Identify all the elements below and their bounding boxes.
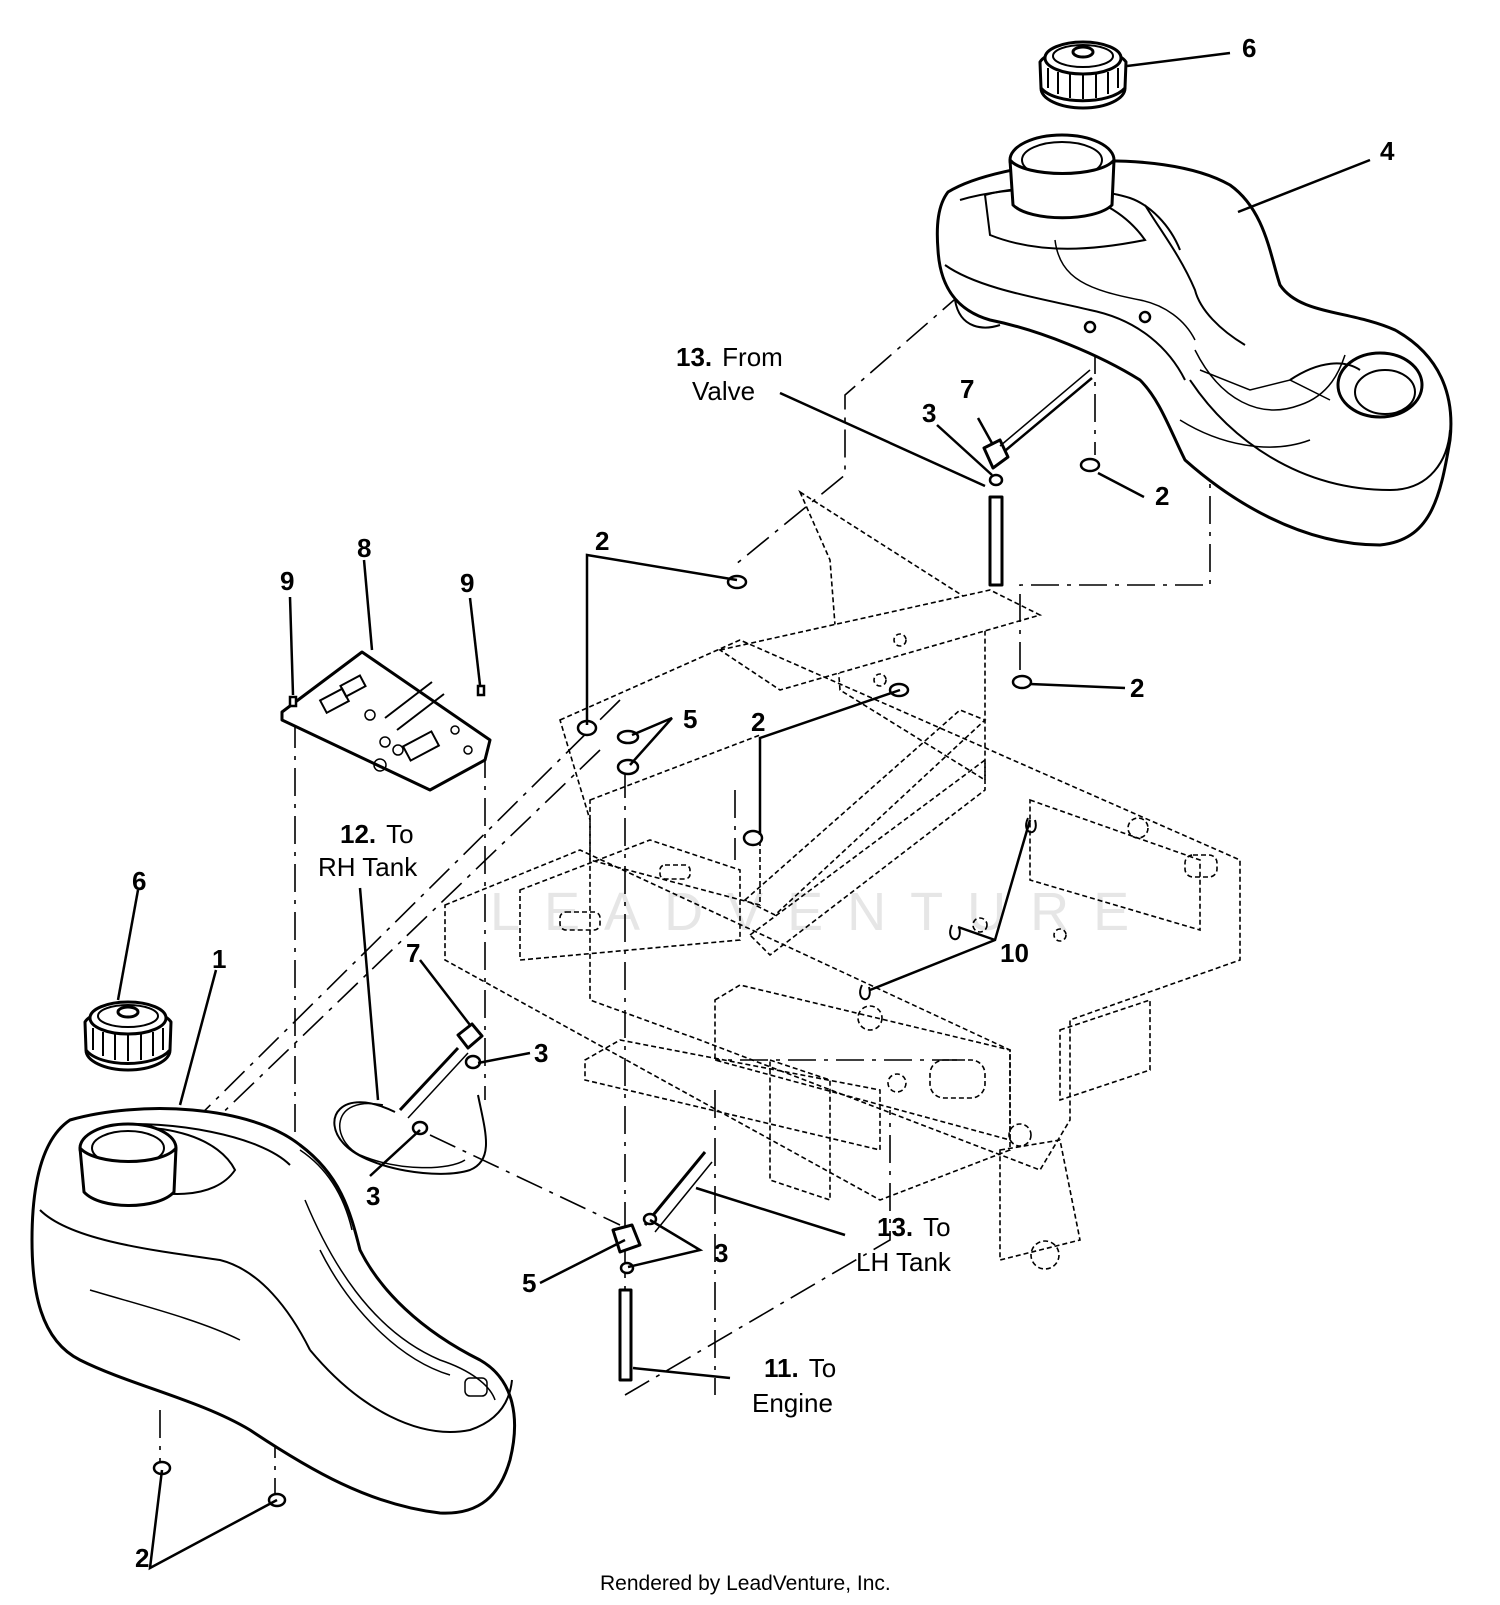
callout-7-top: 7	[960, 374, 974, 404]
svg-text:13. From: 13. From	[676, 342, 783, 372]
fuel-hoses	[333, 369, 1093, 1382]
footer-credit: Rendered by LeadVenture, Inc.	[600, 1572, 891, 1595]
label-12-to-rh-tank: 12. To RH Tank	[318, 819, 418, 882]
label-11-line2: Engine	[752, 1388, 833, 1418]
callout-5-bottom: 5	[522, 1268, 536, 1298]
callout-10: 10	[1000, 938, 1029, 968]
label-13-to-num: 13.	[877, 1212, 913, 1242]
callout-2-bottom: 2	[135, 1543, 149, 1573]
watermark-text: LEADVENTURE	[490, 882, 1153, 942]
callout-numbers: 6 4 7 3 2 2 2 2 8 9 9 5 10 6 1 7 3 3 3 5…	[132, 33, 1395, 1573]
callout-2-frame: 2	[751, 707, 765, 737]
label-12-line2: RH Tank	[318, 852, 418, 882]
label-13-to-line2: LH Tank	[856, 1247, 952, 1277]
svg-text:12. To: 12. To	[340, 819, 414, 849]
label-13-to-text: To	[923, 1212, 950, 1242]
label-11-num: 11.	[764, 1353, 799, 1383]
callout-2-right-mid: 2	[1130, 673, 1144, 703]
svg-text:13. To: 13. To	[877, 1212, 951, 1242]
callout-8: 8	[357, 533, 371, 563]
label-13-from-line2: Valve	[692, 376, 755, 406]
callout-6-left: 6	[132, 866, 146, 896]
label-12-text: To	[386, 819, 413, 849]
label-13-from-text: From	[722, 342, 783, 372]
fuel-tank-lh	[30, 1107, 516, 1515]
callout-5-top: 5	[683, 704, 697, 734]
label-13-from-num: 13.	[676, 342, 712, 372]
callout-4: 4	[1380, 136, 1395, 166]
callout-3-top: 3	[922, 398, 936, 428]
label-13-from-valve: 13. From Valve	[676, 342, 783, 406]
mounting-plate	[280, 650, 492, 792]
callout-1: 1	[212, 944, 226, 974]
label-13-to-lh-tank: 13. To LH Tank	[856, 1212, 952, 1277]
callout-3-left-a: 3	[534, 1038, 548, 1068]
callout-9-left: 9	[280, 566, 294, 596]
svg-text:11. To: 11. To	[764, 1353, 836, 1383]
fuel-cap-top	[1038, 40, 1128, 110]
label-11-text: To	[809, 1353, 836, 1383]
mower-frame	[444, 489, 1241, 1270]
callout-7-left: 7	[406, 938, 420, 968]
leader-lines	[116, 51, 1371, 1571]
callout-3-bottom: 3	[714, 1238, 728, 1268]
callout-2-tank-right: 2	[1155, 481, 1169, 511]
alignment-lines	[159, 259, 1211, 1495]
callout-3-left-b: 3	[366, 1181, 380, 1211]
callout-9-right: 9	[460, 568, 474, 598]
label-11-to-engine: 11. To Engine	[752, 1353, 836, 1418]
callout-2-center: 2	[595, 526, 609, 556]
fuel-tank-rh	[935, 133, 1453, 547]
callout-6-top: 6	[1242, 33, 1256, 63]
fuel-cap-left	[83, 1000, 173, 1072]
hardware	[152, 457, 1101, 1508]
label-12-num: 12.	[340, 819, 376, 849]
